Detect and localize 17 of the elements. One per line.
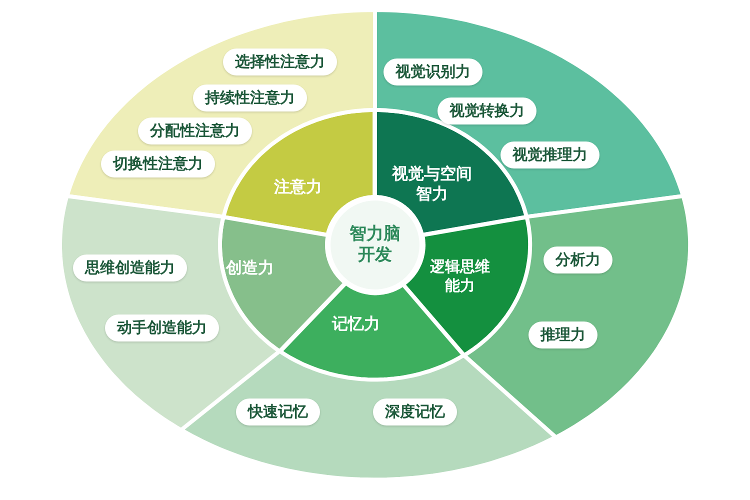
- segment-label: 视觉与空间智力: [390, 164, 473, 204]
- label-tag: 视觉转换力: [438, 98, 536, 124]
- label-tag: 选择性注意力: [222, 48, 337, 76]
- segment-label: 逻辑思维能力: [428, 257, 491, 295]
- label-tag: 视觉推理力: [500, 142, 600, 168]
- label-tag: 切换性注意力: [100, 150, 215, 178]
- label-tag: 视觉识别力: [384, 58, 482, 86]
- label-tag: 思维创造能力: [72, 254, 187, 282]
- label-tag: 快速记忆: [236, 398, 320, 426]
- segment-label: 记忆力: [330, 314, 381, 334]
- segment-label: 创造力: [224, 258, 275, 278]
- label-tag: 持续性注意力: [192, 84, 307, 112]
- label-tag: 分配性注意力: [138, 118, 252, 144]
- label-tag: 深度记忆: [372, 398, 457, 426]
- label-tag: 动手创造能力: [104, 314, 219, 342]
- segment-label: 注意力: [272, 177, 323, 197]
- center-title: 智力脑开发: [348, 224, 402, 266]
